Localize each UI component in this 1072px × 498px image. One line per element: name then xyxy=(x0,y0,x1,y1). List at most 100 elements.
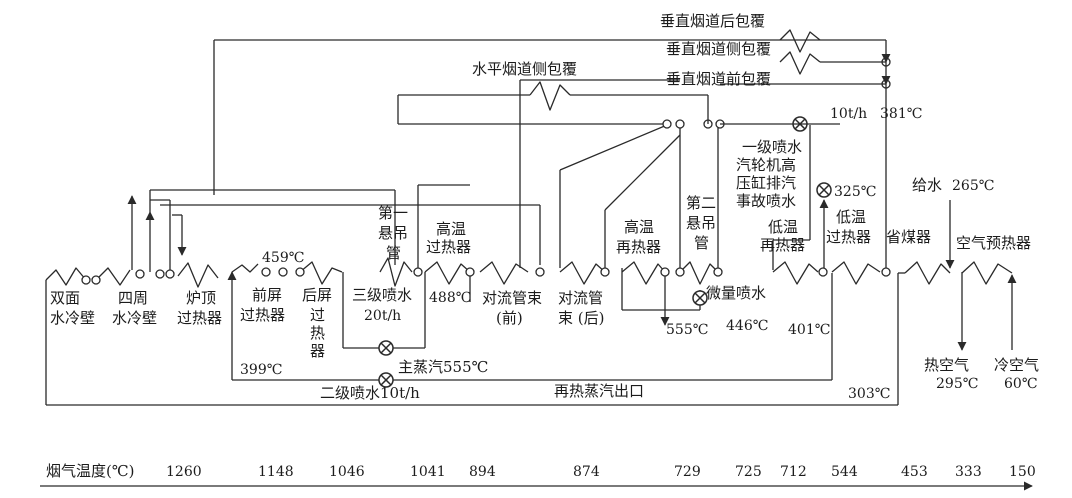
spray-valve-third xyxy=(378,340,394,356)
roof-sh-label-2: 过热器 xyxy=(177,309,222,327)
first-hanger-label-3: 管 xyxy=(386,244,401,262)
lt-rh-label-1: 低温 xyxy=(768,218,798,236)
economizer-coil xyxy=(904,261,951,285)
economizer-label: 省煤器 xyxy=(886,228,931,246)
flue-gas-value: 150 xyxy=(1009,464,1036,480)
ht-sh-coil xyxy=(424,261,471,285)
third-spray-label: 三级喷水 xyxy=(352,286,412,304)
air-preheater-label: 空气预热器 xyxy=(956,234,1031,252)
spray-valve-second xyxy=(378,372,394,388)
spray-valve-micro xyxy=(692,290,708,306)
hp-exhaust-label-1: 汽轮机高 xyxy=(736,156,796,174)
first-spray-label: 一级喷水 xyxy=(742,138,802,156)
third-spray-flow: 20t/h xyxy=(364,308,401,324)
ht-rh-coil xyxy=(621,261,666,285)
flue-gas-value: 1260 xyxy=(166,464,202,480)
temp-488: 488℃ xyxy=(429,290,471,306)
temp-555: 555℃ xyxy=(666,322,708,338)
lt-sh-label-1: 低温 xyxy=(836,208,866,226)
temp-399: 399℃ xyxy=(240,362,282,378)
flue-gas-value: 894 xyxy=(469,464,496,480)
first-hanger-label-2: 悬吊 xyxy=(378,224,408,242)
temp-295: 295℃ xyxy=(936,376,978,392)
conv-front-coil xyxy=(479,261,529,285)
roof-sh-coil xyxy=(177,262,219,288)
first-hanger-coil xyxy=(379,257,413,287)
front-platen-label-1: 前屏 xyxy=(252,286,282,304)
flue-gas-value: 544 xyxy=(831,464,858,480)
vert-rear-label: 垂直烟道后包覆 xyxy=(660,12,765,30)
conv-rear-label-1: 对流管 xyxy=(558,289,603,307)
double-wall-coil xyxy=(45,267,87,286)
hot-air-label: 热空气 xyxy=(924,356,969,374)
feed-water-label: 给水 xyxy=(912,176,942,194)
temp-459: 459℃ xyxy=(262,250,304,266)
flue-gas-axis: 烟气温度(℃) 1260 1148 1046 1041 894 874 729 … xyxy=(40,462,1036,491)
horiz-side-label: 水平烟道侧包覆 xyxy=(472,60,577,78)
vert-rear-coil xyxy=(779,29,821,53)
ht-sh-label-1: 高温 xyxy=(436,220,466,238)
lt-rh-label-2: 再热器 xyxy=(760,236,805,254)
water-circuit xyxy=(45,39,1017,406)
flue-gas-value: 729 xyxy=(674,464,701,480)
rear-platen-label-2: 过 xyxy=(310,306,325,324)
air-preheater-coil xyxy=(961,261,1013,285)
second-hanger-coil xyxy=(679,261,719,285)
temp-303: 303℃ xyxy=(848,386,890,402)
second-hanger-label-1: 第二 xyxy=(686,194,716,212)
flue-gas-value: 1041 xyxy=(410,464,446,480)
rear-platen-coil xyxy=(299,261,343,285)
four-wall-label-2: 水冷壁 xyxy=(112,309,157,327)
temp-325: 325℃ xyxy=(834,184,876,200)
flue-gas-value: 712 xyxy=(780,464,807,480)
spray-valve-accident xyxy=(816,182,832,198)
ht-rh-label-2: 再热器 xyxy=(616,238,661,256)
lt-rh-coil xyxy=(772,261,819,285)
reheat-outlet-label: 再热蒸汽出口 xyxy=(554,382,644,400)
ht-rh-label-1: 高温 xyxy=(624,218,654,236)
first-spray-flow: 10t/h xyxy=(830,106,867,122)
hp-exhaust-label-3: 事故喷水 xyxy=(736,192,796,210)
vert-side-label: 垂直烟道侧包覆 xyxy=(666,40,771,58)
coils xyxy=(45,29,1013,288)
temp-401: 401℃ xyxy=(788,322,830,338)
flue-gas-value: 1046 xyxy=(329,464,365,480)
conv-front-label-1: 对流管束 xyxy=(482,289,542,307)
micro-spray-label: 微量喷水 xyxy=(706,284,766,302)
double-wall-coil-b xyxy=(95,267,131,286)
temp-265: 265℃ xyxy=(952,178,994,194)
flue-gas-value: 725 xyxy=(735,464,762,480)
flue-gas-value: 453 xyxy=(901,464,928,480)
double-wall-label-1: 双面 xyxy=(50,289,80,307)
temp-60: 60℃ xyxy=(1004,376,1037,392)
four-wall-label-1: 四周 xyxy=(118,289,148,307)
flue-gas-value: 874 xyxy=(573,464,600,480)
ht-sh-label-2: 过热器 xyxy=(426,238,471,256)
first-hanger-label-1: 第一 xyxy=(378,204,408,222)
rear-platen-label-3: 热 xyxy=(310,324,325,342)
temp-381: 381℃ xyxy=(880,106,922,122)
horiz-side-coil xyxy=(529,81,571,111)
rear-platen-label-4: 器 xyxy=(310,342,325,360)
conv-rear-coil xyxy=(559,261,606,285)
lt-sh-label-2: 过热器 xyxy=(826,228,871,246)
vert-front-label: 垂直烟道前包覆 xyxy=(666,70,771,88)
temp-446: 446℃ xyxy=(726,318,768,334)
conv-rear-label-2: 束 (后) xyxy=(558,309,604,327)
second-hanger-label-3: 管 xyxy=(694,234,709,252)
second-spray-label: 二级喷水10t/h xyxy=(320,384,420,402)
main-steam-label: 主蒸汽555℃ xyxy=(398,358,488,376)
front-platen-label-2: 过热器 xyxy=(240,306,285,324)
second-hanger-label-2: 悬吊 xyxy=(686,214,716,232)
enclosure-lines xyxy=(398,39,891,268)
vert-side-coil xyxy=(779,51,821,75)
cold-air-label: 冷空气 xyxy=(994,356,1039,374)
roof-sh-label-1: 炉顶 xyxy=(186,289,216,307)
double-wall-label-2: 水冷壁 xyxy=(50,309,95,327)
lt-sh-coil xyxy=(831,261,881,285)
front-platen-coil xyxy=(231,263,259,273)
conv-front-label-2: (前) xyxy=(496,309,523,327)
rear-platen-label-1: 后屏 xyxy=(302,286,332,304)
hp-exhaust-label-2: 压缸排汽 xyxy=(736,174,796,192)
